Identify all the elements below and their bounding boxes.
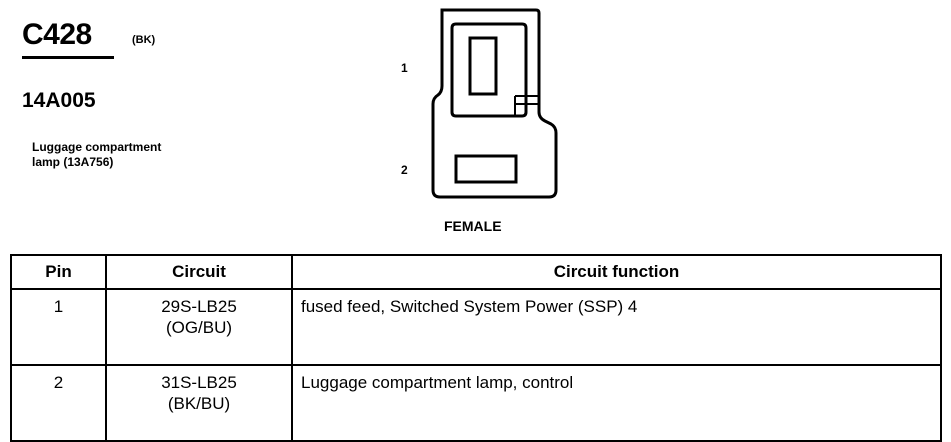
connector-description: Luggage compartment lamp (13A756)	[32, 140, 232, 170]
connector-face-diagram	[431, 8, 558, 199]
pin-label-2: 2	[401, 163, 408, 177]
table-header-row: Pin Circuit Circuit function	[10, 254, 942, 290]
header-circuit: Circuit	[105, 254, 293, 290]
pin-label-1: 1	[401, 61, 408, 75]
cell-circuit-function: fused feed, Switched System Power (SSP) …	[291, 288, 942, 366]
table-row: 2 31S-LB25 (BK/BU) Luggage compartment l…	[10, 364, 942, 442]
header-circuit-function: Circuit function	[291, 254, 942, 290]
cell-circuit: 29S-LB25 (OG/BU)	[105, 288, 293, 366]
description-line-2: lamp (13A756)	[32, 155, 114, 169]
header-pin: Pin	[10, 254, 107, 290]
part-number: 14A005	[22, 89, 96, 112]
connector-gender-label: FEMALE	[444, 218, 502, 234]
cell-circuit-function: Luggage compartment lamp, control	[291, 364, 942, 442]
cell-circuit: 31S-LB25 (BK/BU)	[105, 364, 293, 442]
wire-color: (OG/BU)	[165, 318, 233, 337]
connector-id: C428	[22, 18, 92, 51]
connector-id-underline	[22, 56, 114, 59]
pin-1-terminal	[468, 36, 498, 96]
pin-2-terminal	[454, 154, 518, 184]
description-line-1: Luggage compartment	[32, 140, 162, 154]
circuit-number: 29S-LB25	[161, 297, 237, 316]
cell-pin: 2	[10, 364, 107, 442]
cell-pin: 1	[10, 288, 107, 366]
wire-color: (BK/BU)	[167, 394, 231, 413]
circuit-number: 31S-LB25	[161, 373, 237, 392]
connector-color-code: (BK)	[132, 34, 156, 46]
pinout-table: Pin Circuit Circuit function 1 29S-LB25 …	[10, 254, 942, 442]
table-row: 1 29S-LB25 (OG/BU) fused feed, Switched …	[10, 288, 942, 366]
